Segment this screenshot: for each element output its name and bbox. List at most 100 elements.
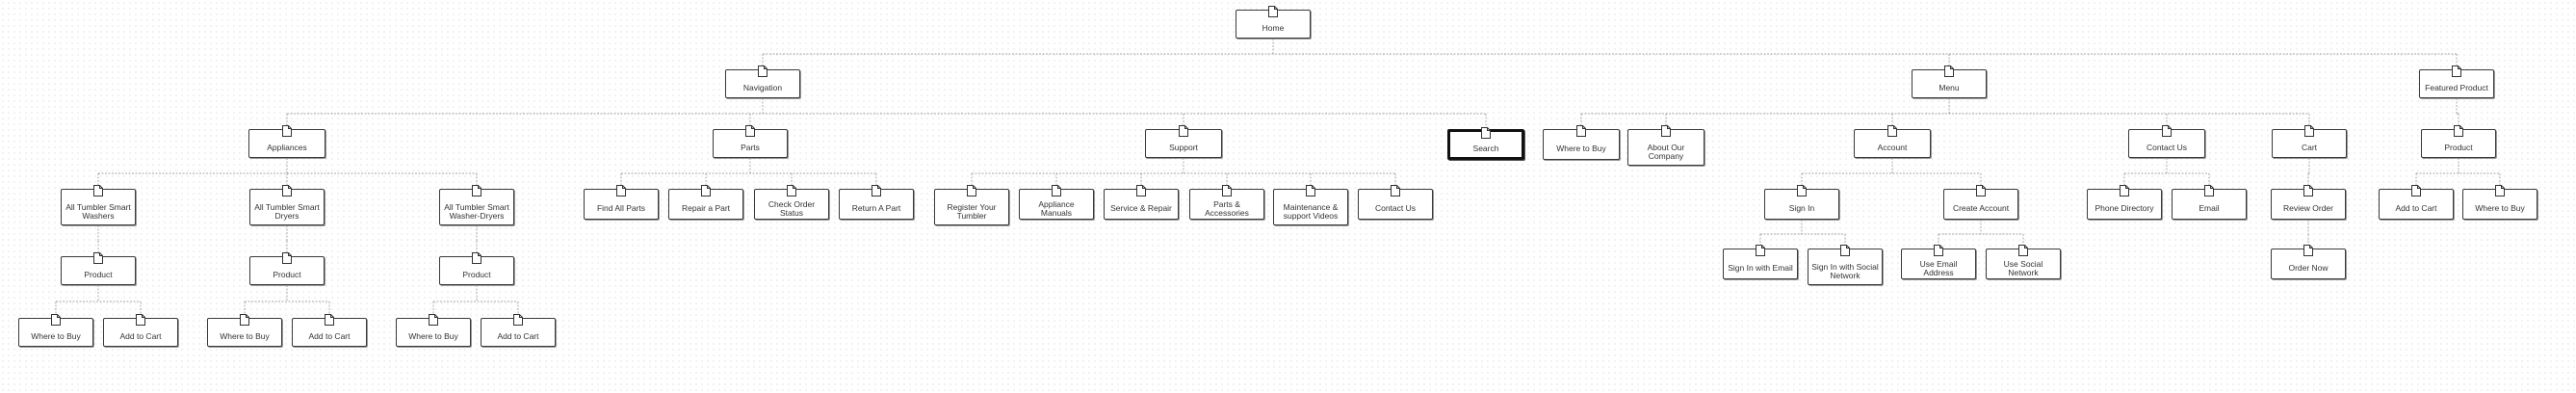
node-add-to-cart-dryers[interactable]: Add to Cart bbox=[292, 314, 367, 347]
node-label: Order Now bbox=[2288, 263, 2329, 273]
node-add-to-cart-washer-dryers[interactable]: Add to Cart bbox=[481, 314, 556, 347]
node-label: Sign In with Social Network bbox=[1811, 261, 1879, 280]
node-label: About Our Company bbox=[1647, 142, 1685, 161]
page-icon bbox=[1944, 65, 1954, 77]
node-label: Featured Product bbox=[2425, 83, 2488, 92]
node-use-email-address[interactable]: Use Email Address bbox=[1901, 245, 1976, 279]
node-product-washers[interactable]: Product bbox=[61, 252, 136, 285]
node-product-dryers[interactable]: Product bbox=[249, 252, 325, 285]
node-menu[interactable]: Menu bbox=[1912, 66, 1987, 98]
node-sign-in-social[interactable]: Sign In with Social Network bbox=[1808, 245, 1883, 285]
page-icon bbox=[2162, 124, 2172, 137]
node-label: Add to Cart bbox=[2395, 203, 2437, 213]
page-icon bbox=[787, 184, 796, 196]
node-parts-accessories[interactable]: Parts & Accessories bbox=[1189, 185, 1264, 220]
page-icon bbox=[967, 184, 976, 196]
node-label: Use Social Network bbox=[2003, 258, 2043, 277]
page-icon bbox=[1481, 126, 1491, 139]
node-product-featured[interactable]: Product bbox=[2421, 125, 2496, 158]
node-featured-product[interactable]: Featured Product bbox=[2419, 66, 2494, 98]
node-label: Add to Cart bbox=[497, 331, 539, 341]
node-support[interactable]: Support bbox=[1145, 125, 1222, 158]
page-icon bbox=[1222, 184, 1232, 196]
node-find-all-parts[interactable]: Find All Parts bbox=[584, 185, 659, 220]
node-label: Product bbox=[462, 270, 491, 279]
node-appliance-manuals[interactable]: Appliance Manuals bbox=[1019, 185, 1094, 220]
node-sign-in-email[interactable]: Sign In with Email bbox=[1723, 245, 1798, 279]
node-dryers[interactable]: All Tumbler Smart Dryers bbox=[249, 185, 325, 225]
page-icon bbox=[136, 313, 145, 326]
node-account[interactable]: Account bbox=[1854, 125, 1931, 158]
node-label: Contact Us bbox=[1374, 203, 1417, 213]
node-washer-dryers[interactable]: All Tumbler Smart Washer-Dryers bbox=[439, 185, 514, 225]
node-contact-us-menu[interactable]: Contact Us bbox=[2128, 125, 2205, 158]
node-label: Account bbox=[1877, 143, 1908, 152]
page-icon bbox=[2452, 65, 2461, 77]
node-service-repair[interactable]: Service & Repair bbox=[1104, 185, 1179, 220]
page-icon bbox=[472, 251, 481, 264]
page-icon bbox=[2304, 124, 2314, 137]
page-icon bbox=[2495, 184, 2505, 196]
node-parts[interactable]: Parts bbox=[713, 125, 788, 158]
page-icon bbox=[429, 313, 438, 326]
page-icon bbox=[2204, 184, 2214, 196]
node-label: Contact Us bbox=[2146, 143, 2188, 152]
node-label: Add to Cart bbox=[308, 331, 351, 341]
page-icon bbox=[872, 184, 881, 196]
node-label: Use Email Address bbox=[1919, 258, 1958, 277]
node-return-a-part[interactable]: Return A Part bbox=[839, 185, 914, 220]
node-label: Product bbox=[2444, 143, 2473, 152]
node-product-washer-dryers[interactable]: Product bbox=[439, 252, 514, 285]
page-icon bbox=[282, 251, 292, 264]
node-repair-a-part[interactable]: Repair a Part bbox=[668, 185, 743, 220]
node-label: All Tumbler Smart Washers bbox=[65, 201, 131, 221]
node-phone-directory[interactable]: Phone Directory bbox=[2087, 185, 2162, 220]
page-icon bbox=[1179, 124, 1188, 137]
node-label: Cart bbox=[2301, 143, 2318, 152]
page-icon bbox=[1976, 184, 1986, 196]
node-about-our-company[interactable]: About Our Company bbox=[1627, 125, 1704, 166]
node-contact-us-support[interactable]: Contact Us bbox=[1358, 185, 1433, 220]
node-create-account[interactable]: Create Account bbox=[1943, 185, 2018, 220]
node-appliances[interactable]: Appliances bbox=[248, 125, 325, 158]
node-add-to-cart-featured[interactable]: Add to Cart bbox=[2379, 185, 2454, 220]
node-use-social-network[interactable]: Use Social Network bbox=[1986, 245, 2061, 279]
node-email[interactable]: Email bbox=[2172, 185, 2247, 220]
node-navigation[interactable]: Navigation bbox=[725, 66, 800, 98]
page-icon bbox=[282, 124, 292, 137]
page-icon bbox=[745, 124, 755, 137]
page-icon bbox=[93, 184, 103, 196]
node-label: Sign In with Email bbox=[1728, 263, 1793, 273]
page-icon bbox=[472, 184, 481, 196]
node-add-to-cart-washers[interactable]: Add to Cart bbox=[103, 314, 178, 347]
page-icon bbox=[1756, 244, 1765, 256]
node-where-to-buy-washers[interactable]: Where to Buy bbox=[18, 314, 93, 347]
node-review-order[interactable]: Review Order bbox=[2271, 185, 2346, 220]
node-where-to-buy-dryers[interactable]: Where to Buy bbox=[207, 314, 282, 347]
node-label: Support bbox=[1169, 143, 1198, 152]
node-home[interactable]: Home bbox=[1236, 6, 1311, 39]
page-icon bbox=[282, 184, 292, 196]
node-label: Email bbox=[2199, 203, 2220, 213]
node-maintenance-videos[interactable]: Maintenance & support Videos bbox=[1273, 185, 1348, 225]
page-icon bbox=[513, 313, 523, 326]
node-where-to-buy-featured[interactable]: Where to Buy bbox=[2462, 185, 2537, 220]
node-cart[interactable]: Cart bbox=[2272, 125, 2347, 158]
node-where-to-buy-menu[interactable]: Where to Buy bbox=[1543, 125, 1620, 160]
node-label: Navigation bbox=[742, 83, 783, 92]
page-icon bbox=[1661, 124, 1671, 137]
page-icon bbox=[1797, 184, 1807, 196]
node-where-to-buy-washer-dryers[interactable]: Where to Buy bbox=[396, 314, 471, 347]
page-icon bbox=[2120, 184, 2129, 196]
node-label: Appliance Manuals bbox=[1038, 198, 1075, 218]
page-icon bbox=[1840, 244, 1850, 256]
node-check-order-status[interactable]: Check Order Status bbox=[754, 185, 829, 220]
page-icon bbox=[1136, 184, 1146, 196]
node-washers[interactable]: All Tumbler Smart Washers bbox=[61, 185, 136, 225]
node-search[interactable]: Search bbox=[1447, 126, 1524, 160]
node-label: All Tumbler Smart Dryers bbox=[254, 201, 320, 221]
page-icon bbox=[1887, 124, 1897, 137]
node-sign-in[interactable]: Sign In bbox=[1764, 185, 1839, 220]
node-order-now[interactable]: Order Now bbox=[2271, 245, 2346, 279]
node-register-tumbler[interactable]: Register Your Tumbler bbox=[934, 185, 1009, 225]
